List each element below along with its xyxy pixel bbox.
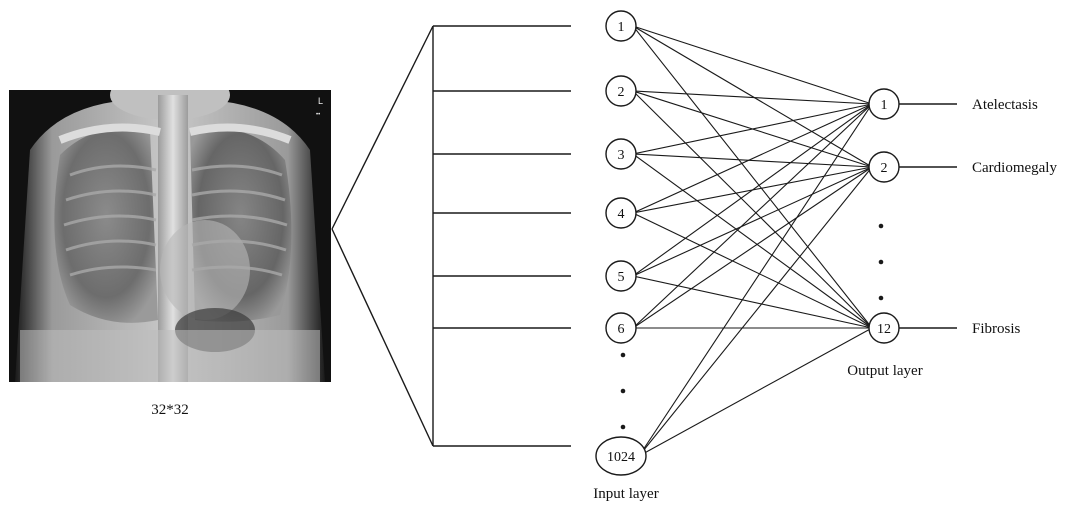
image-to-input-bracket bbox=[332, 26, 433, 446]
connection-line bbox=[633, 91, 872, 328]
network-connections bbox=[633, 26, 872, 456]
input-node: 1 bbox=[606, 11, 636, 41]
output-node-label: 12 bbox=[877, 322, 891, 337]
connection-line bbox=[633, 167, 872, 276]
output-node-label: 2 bbox=[881, 161, 888, 176]
input-node: 2 bbox=[606, 76, 636, 106]
input-node: 6 bbox=[606, 313, 636, 343]
input-node-label: 6 bbox=[618, 322, 625, 337]
output-node: 1 bbox=[869, 89, 899, 119]
class-label: Atelectasis bbox=[972, 97, 1038, 113]
connection-line bbox=[633, 104, 872, 154]
chest-xray-image: L •• bbox=[9, 70, 331, 385]
class-label: Fibrosis bbox=[972, 321, 1021, 337]
output-node-label: 1 bbox=[881, 98, 888, 113]
image-caption: 32*32 bbox=[151, 402, 189, 418]
output-ellipsis bbox=[879, 224, 884, 301]
input-layer-label: Input layer bbox=[593, 486, 658, 502]
connection-line bbox=[633, 104, 872, 328]
output-node: 12 bbox=[869, 313, 899, 343]
output-node: 2 bbox=[869, 152, 899, 182]
input-node-label: 1 bbox=[618, 20, 625, 35]
input-ellipsis bbox=[621, 353, 626, 430]
xray-marker-dots: •• bbox=[316, 112, 320, 118]
input-node: 4 bbox=[606, 198, 636, 228]
input-node: 1024 bbox=[596, 437, 646, 475]
connection-line bbox=[633, 26, 872, 328]
input-layer-nodes: 1 2 3 4 5 6 1024 bbox=[596, 11, 646, 475]
xray-marker-l: L bbox=[318, 96, 323, 106]
input-node: 3 bbox=[606, 139, 636, 169]
input-node: 5 bbox=[606, 261, 636, 291]
input-node-label: 3 bbox=[618, 148, 625, 163]
input-node-label: 5 bbox=[618, 270, 625, 285]
connection-line bbox=[633, 167, 872, 328]
input-feed-lines bbox=[433, 26, 571, 446]
connection-line bbox=[633, 104, 872, 276]
connection-line bbox=[639, 328, 872, 456]
connection-line bbox=[633, 26, 872, 167]
connection-line bbox=[633, 26, 872, 104]
input-node-label: 4 bbox=[618, 207, 625, 222]
connection-line bbox=[633, 213, 872, 328]
input-node-label: 2 bbox=[618, 85, 625, 100]
output-layer-label: Output layer bbox=[847, 363, 922, 379]
input-node-label: 1024 bbox=[607, 450, 635, 465]
class-label: Cardiomegaly bbox=[972, 160, 1057, 176]
